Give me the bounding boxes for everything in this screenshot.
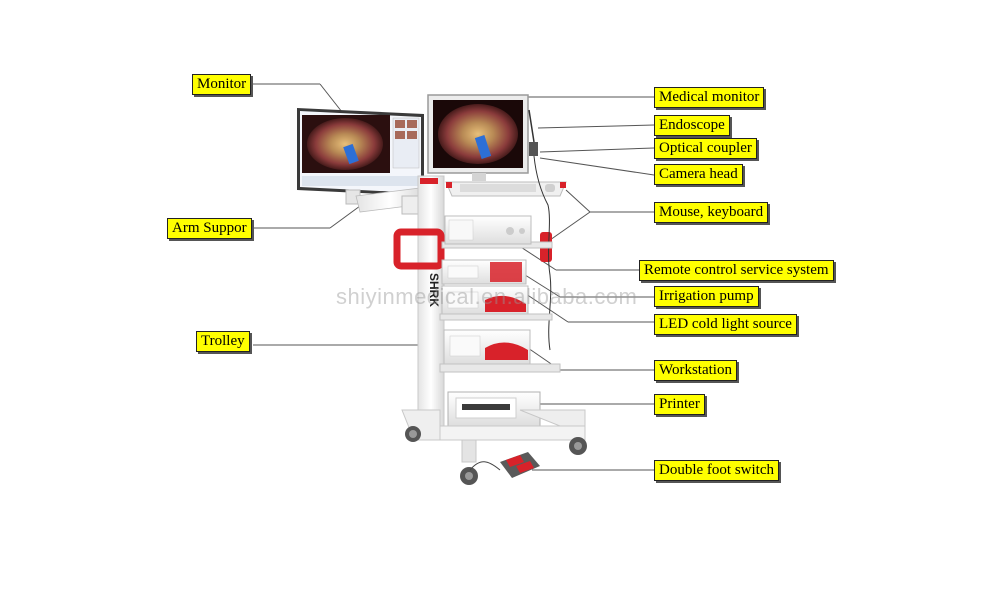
label-led-light-source: LED cold light source: [654, 314, 797, 335]
label-mouse-keyboard: Mouse, keyboard: [654, 202, 769, 223]
keyboard-shelf: [445, 181, 567, 197]
trolley-body: SHRK: [417, 175, 445, 427]
leader-mouse-b: [549, 211, 591, 241]
printer-unit: [447, 391, 541, 427]
label-monitor: Monitor: [192, 74, 252, 95]
remote-control-unit: [441, 215, 553, 249]
leader-monitor-2: [319, 83, 343, 113]
label-camera-head: Camera head: [654, 164, 743, 185]
label-printer: Printer: [654, 394, 705, 415]
leader-arm-support-2: [329, 205, 361, 229]
leader-camera-head: [539, 157, 655, 176]
main-monitor: [427, 94, 529, 181]
label-irrigation-pump: Irrigation pump: [654, 286, 759, 307]
workstation-unit: [439, 329, 561, 373]
irrigation-pump-unit: [441, 259, 527, 285]
trolley-base: [401, 409, 587, 485]
leader-mouse-a: [565, 189, 591, 213]
watermark: shiyinmedical.en.alibaba.com: [336, 284, 638, 309]
leader-endoscope: [537, 124, 655, 129]
label-arm-support: Arm Suppor: [167, 218, 252, 239]
leader-optical-coupler: [539, 147, 655, 153]
foot-switch: [469, 452, 540, 478]
led-light-source-unit: [439, 285, 553, 321]
label-workstation: Workstation: [654, 360, 737, 381]
label-optical-coupler: Optical coupler: [654, 138, 757, 159]
label-remote-control: Remote control service system: [639, 260, 834, 281]
leader-lines: [253, 83, 655, 471]
label-medical-monitor: Medical monitor: [654, 87, 765, 108]
brand-logo: SHRK: [427, 273, 441, 307]
label-double-foot-switch: Double foot switch: [654, 460, 779, 481]
side-monitor: [297, 108, 424, 196]
label-endoscope: Endoscope: [654, 115, 730, 136]
label-trolley: Trolley: [196, 331, 250, 352]
